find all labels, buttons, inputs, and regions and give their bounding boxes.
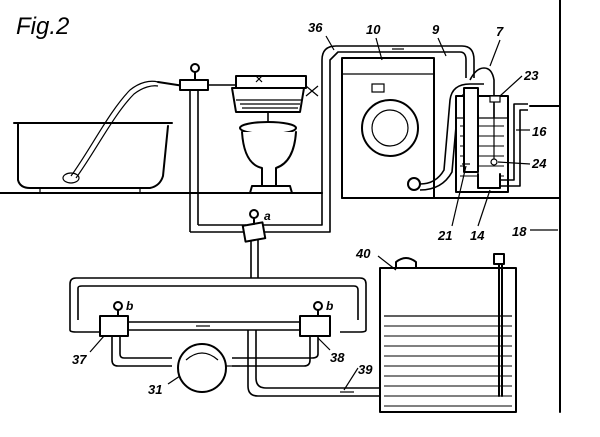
label-37: 37: [72, 352, 87, 367]
outlet-sump-14: [477, 173, 501, 189]
toilet-base: [249, 185, 293, 194]
valve-37-body: [99, 315, 129, 337]
valve-38-assembly: [232, 301, 331, 367]
washer-door-glass: [371, 109, 409, 147]
leader-24: [497, 161, 531, 165]
sensor-23: [489, 95, 501, 103]
lower-loop: [69, 277, 367, 333]
shower-hose: [70, 80, 159, 177]
valve-a-assembly: [241, 209, 267, 278]
loop-left-lower-outer: [69, 320, 100, 333]
overflow-pipe-16-outer: [500, 103, 528, 181]
cistern-lid: [235, 75, 307, 89]
reference-labels: 36 10 9 7 23 16 24 21 14 18 40 37 38 31 …: [72, 20, 547, 397]
label-31: 31: [148, 382, 162, 397]
valve-38-body: [299, 315, 331, 337]
valve-38-outlet-inner: [232, 336, 319, 359]
collecting-tank: [455, 67, 528, 193]
label-valve-b-left: b: [126, 299, 133, 313]
label-14: 14: [470, 228, 485, 243]
tank-vent-cap: [395, 257, 417, 269]
loop-top-outer: [69, 277, 367, 320]
loop-right-lower-outer: [340, 320, 367, 333]
top-valve-knob: [190, 63, 200, 73]
label-36: 36: [308, 20, 323, 35]
leader-23: [499, 75, 523, 97]
probe-tip-24: [490, 158, 498, 166]
leader-38: [317, 337, 331, 351]
pump-housing: [177, 343, 227, 393]
valve-37-assembly: [99, 301, 172, 367]
leader-14: [477, 189, 491, 227]
loop-top-inner: [77, 285, 359, 320]
tank-body: [379, 267, 517, 413]
pump-31: [177, 343, 240, 393]
bathtub: [13, 80, 173, 193]
leader-9: [437, 37, 447, 57]
washer-door: [361, 99, 419, 157]
pipe-39-inner: [255, 377, 380, 389]
leader-31: [167, 375, 181, 385]
valve-a-knob: [249, 209, 259, 219]
pump-impeller-arc: [185, 352, 219, 361]
label-9: 9: [432, 22, 440, 37]
leader-37: [89, 335, 105, 353]
label-40: 40: [355, 246, 371, 261]
valve-37-outlet-outer: [111, 336, 172, 367]
leader-39: [343, 367, 359, 391]
leader-36: [325, 35, 335, 51]
valve-38-outlet-outer: [232, 336, 311, 367]
label-valve-a: a: [264, 209, 271, 223]
overflow-pipe-16-inner: [500, 109, 528, 187]
pipe-36-outer: [262, 51, 467, 233]
pipe-39-outer: [247, 385, 380, 397]
label-7: 7: [496, 24, 504, 39]
valve-37-knob: [113, 301, 123, 311]
label-21: 21: [437, 228, 452, 243]
valve-38-knob: [313, 301, 323, 311]
shower-head: [62, 172, 80, 184]
figure-label: Fig.2: [16, 13, 69, 40]
cistern-float-mark-2: [255, 75, 263, 83]
label-18: 18: [512, 224, 527, 239]
pipe-36-inner: [262, 45, 475, 226]
leader-10: [375, 37, 383, 61]
leader-40: [377, 255, 397, 271]
label-valve-b-right: b: [326, 299, 333, 313]
label-16: 16: [532, 124, 547, 139]
leader-21: [451, 165, 467, 227]
washer-drain-hose-outer: [419, 83, 484, 185]
washer-drain-pump: [407, 177, 421, 191]
washing-machine: [341, 57, 484, 199]
drain-pipes: [247, 330, 380, 397]
shower-hose-outline: [75, 85, 159, 179]
tee-fitting-top: [179, 79, 209, 91]
toilet-bowl: [241, 131, 297, 187]
label-39: 39: [358, 362, 373, 377]
label-24: 24: [531, 156, 547, 171]
level-sensor-head: [493, 253, 505, 265]
label-38: 38: [330, 350, 345, 365]
upper-pipes: [189, 45, 475, 233]
siphon-pipe: [469, 67, 495, 118]
flush-lever-2: [305, 85, 319, 97]
bathtub-body: [17, 122, 169, 189]
leader-7: [489, 39, 501, 67]
filter-element: [463, 87, 479, 173]
valve-37-outlet-inner: [119, 336, 172, 359]
label-10: 10: [366, 22, 381, 37]
valve-a-body: [241, 221, 267, 243]
toilet-assembly: [157, 63, 319, 194]
label-23: 23: [523, 68, 539, 83]
leader-lines: [89, 35, 558, 391]
washer-control: [371, 83, 385, 93]
storage-tank-40: [379, 253, 517, 413]
